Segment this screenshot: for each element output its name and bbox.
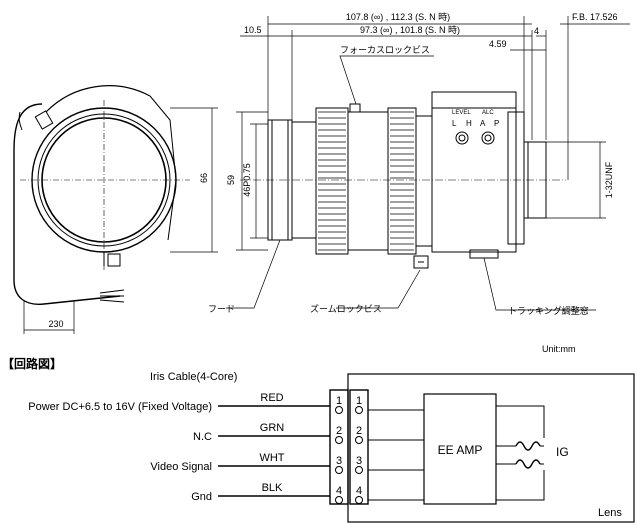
a-label: A	[480, 119, 486, 128]
signal-label: Power DC+6.5 to 16V (Fixed Voltage)	[28, 401, 212, 413]
pin-number-left: 3	[336, 455, 342, 467]
callout-hood: フード	[208, 304, 235, 314]
focus-ring-knurl	[318, 111, 346, 251]
dim-230-label: 230	[48, 319, 63, 329]
wire-rows: Power DC+6.5 to 16V (Fixed Voltage) RED 1 1…	[28, 392, 424, 504]
alc-label: ALC	[482, 110, 494, 116]
pin-terminal-left	[335, 466, 343, 474]
pin-number-right: 2	[356, 425, 362, 437]
p-label: P	[494, 119, 499, 128]
lens-label: Lens	[598, 507, 622, 519]
callout-zoom-screw: ズームロックビス	[310, 303, 382, 314]
dim-132-label: 1-32UNF	[604, 161, 614, 198]
cable-label: Iris Cable(4-Core)	[150, 371, 237, 383]
dim-459-label: 4.59	[489, 39, 507, 49]
wire-color-label: WHT	[259, 452, 284, 464]
ee-amp-label: EE AMP	[438, 443, 483, 457]
dimension-230	[23, 300, 75, 334]
dim-4-label: 4	[534, 26, 539, 36]
pin-terminal-right	[355, 496, 363, 504]
dim-66-label: 66	[199, 173, 209, 183]
dim-fb-label: F.B. 17.526	[572, 12, 618, 22]
pin-terminal-right	[355, 406, 363, 414]
ig-coils	[496, 405, 545, 501]
circuit-title: 【回路図】	[2, 356, 62, 371]
pin-terminal-right	[355, 466, 363, 474]
pin-number-left: 1	[336, 395, 342, 407]
pin-terminal-left	[335, 406, 343, 414]
pin-terminal-right	[355, 436, 363, 444]
callout-leaders	[226, 55, 596, 311]
top-dimensions	[240, 16, 630, 180]
callout-tracking-window: トラッキング調整窓	[508, 305, 589, 316]
pin-number-right: 4	[356, 485, 362, 497]
wire-color-label: RED	[260, 392, 283, 404]
signal-label: Video Signal	[150, 461, 212, 473]
dimension-66	[170, 107, 218, 253]
wire-color-label: GRN	[260, 422, 285, 434]
dim-59-label: 59	[226, 175, 236, 185]
pin-number-left: 4	[336, 485, 342, 497]
dim-10-label: 10.5	[244, 25, 262, 35]
pin-number-left: 2	[336, 425, 342, 437]
ee-amp-box	[423, 393, 497, 505]
signal-label: Gnd	[191, 491, 212, 503]
dim-97-label: 97.3 (∞) , 101.8 (S. N 時)	[360, 25, 460, 35]
side-vertical-dims	[236, 111, 606, 251]
zoom-ring-knurl	[390, 111, 414, 251]
unit-label: Unit:mm	[542, 344, 576, 354]
l-label: L	[452, 119, 457, 128]
dim-107-label: 107.8 (∞) , 112.3 (S. N 時)	[346, 12, 450, 22]
pin-number-right: 1	[356, 395, 362, 407]
callout-focus-screw: フォーカスロックビス	[340, 45, 430, 55]
wire-color-label: BLK	[262, 482, 283, 494]
h-label: H	[466, 119, 472, 128]
front-centerlines	[20, 100, 190, 270]
ig-label: IG	[556, 445, 569, 459]
dim-46-label: 46P0.75	[242, 163, 252, 197]
pin-number-right: 3	[356, 455, 362, 467]
signal-label: N.C	[193, 431, 212, 443]
pin-terminal-left	[335, 496, 343, 504]
front-view	[13, 85, 177, 305]
level-label: LEVEL	[452, 110, 471, 116]
pin-terminal-left	[335, 436, 343, 444]
